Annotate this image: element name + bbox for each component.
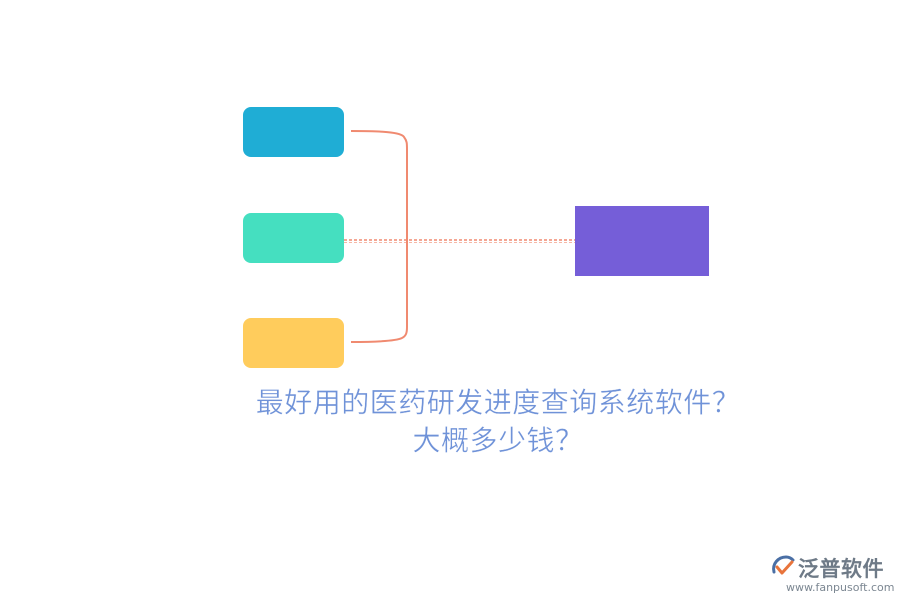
node-right-1 [575,206,709,276]
node-left-1 [243,107,344,157]
brand-logo[interactable]: 泛普软件 www.fanpusoft.com [770,552,895,596]
brand-name: 泛普软件 [798,557,884,581]
node-left-3 [243,318,344,368]
fanpu-logo-icon [772,555,795,575]
title-line-2: 大概多少钱？ [412,424,584,457]
node-left-2 [243,213,344,263]
title-line-1: 最好用的医药研发进度查询系统软件？ [255,386,741,419]
brand-url: www.fanpusoft.com [786,581,895,594]
bracket-connector [350,130,408,343]
